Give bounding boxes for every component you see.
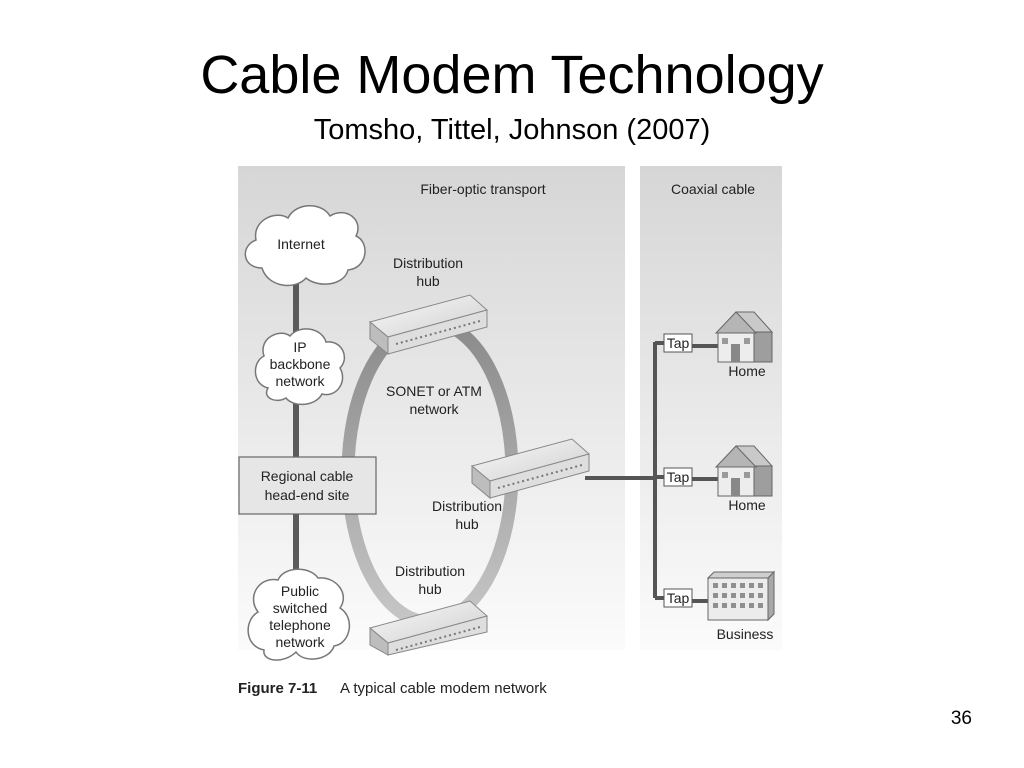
ip-backbone-label-3: network (275, 373, 325, 389)
coaxial-header: Coaxial cable (671, 181, 755, 197)
tap-label: Tap (667, 590, 690, 606)
home-icon (714, 311, 774, 363)
tap-home-1: Tap (663, 333, 693, 353)
pstn-label-3: telephone (269, 617, 331, 633)
coaxial-panel (640, 166, 782, 650)
business-building-icon (706, 570, 776, 622)
ip-backbone-cloud: IP backbone network (254, 328, 346, 406)
distribution-hub-bottom (368, 600, 489, 656)
hub-middle-label-2: hub (455, 516, 479, 532)
headend-box: Regional cable head-end site (238, 456, 377, 515)
home-icon (714, 445, 774, 497)
tap-label: Tap (667, 469, 690, 485)
tap-label: Tap (667, 335, 690, 351)
pstn-label-1: Public (281, 583, 319, 599)
tap-home-2: Tap (663, 467, 693, 487)
tap-business: Tap (663, 588, 693, 608)
business-label: Business (717, 626, 774, 642)
distribution-hub-top (368, 294, 489, 356)
hub-bottom-label-2: hub (418, 581, 442, 597)
ring-label-1: SONET or ATM (386, 383, 482, 399)
headend-label-1: Regional cable (261, 468, 354, 484)
figure-caption-number: Figure 7-11 (238, 680, 317, 697)
ip-backbone-label-2: backbone (270, 356, 331, 372)
hub-bottom-label-1: Distribution (395, 563, 465, 579)
internet-cloud: Internet (244, 205, 366, 287)
pstn-cloud: Public switched telephone network (247, 568, 351, 661)
home-2-label: Home (728, 497, 766, 513)
pstn-label-2: switched (273, 600, 327, 616)
pstn-label-4: network (275, 634, 325, 650)
hub-top-label-2: hub (416, 273, 440, 289)
distribution-hub-middle (470, 438, 591, 500)
hub-top-label-1: Distribution (393, 255, 463, 271)
ring-label-2: network (409, 401, 459, 417)
home-1-label: Home (728, 363, 766, 379)
slide-title: Cable Modem Technology (200, 45, 824, 105)
ip-backbone-label-1: IP (293, 339, 306, 355)
slide-subtitle: Tomsho, Tittel, Johnson (2007) (313, 114, 711, 146)
page-number: 36 (950, 708, 972, 729)
figure-caption-text: A typical cable modem network (340, 680, 547, 697)
headend-label-2: head-end site (265, 487, 350, 503)
internet-label: Internet (277, 236, 325, 252)
fiber-optic-header: Fiber-optic transport (420, 181, 545, 197)
hub-middle-label-1: Distribution (432, 498, 502, 514)
